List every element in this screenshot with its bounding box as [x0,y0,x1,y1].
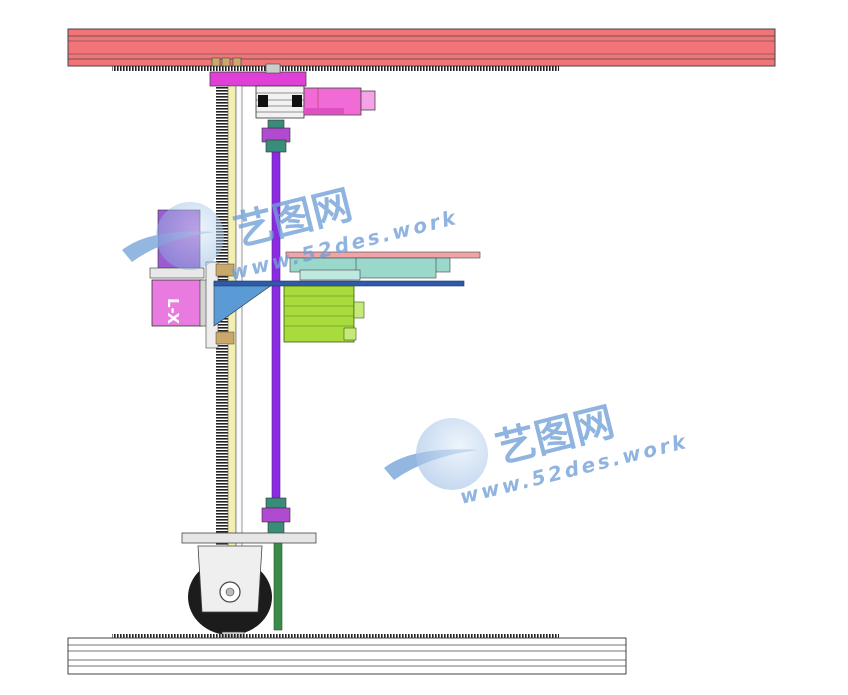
top-rail [67,28,776,67]
bottom-rail [67,637,627,675]
vertical-shaft [261,119,291,535]
drive-gearbox [255,85,305,119]
bottom-rack [112,634,559,639]
pink-servo-motor [303,87,376,116]
rotary-table [285,251,481,281]
top-carriage [209,57,307,87]
olive-motor [283,285,365,343]
lower-guide-rod [273,539,283,631]
watermark-2: 艺图网 www.52des.work [384,399,691,509]
lx-label: L-X [164,298,182,325]
top-rack [112,66,559,71]
support-bracket [213,280,465,327]
globe-logo-icon [384,418,488,490]
caster-wheel [181,532,317,653]
globe-logo-icon [122,202,224,270]
